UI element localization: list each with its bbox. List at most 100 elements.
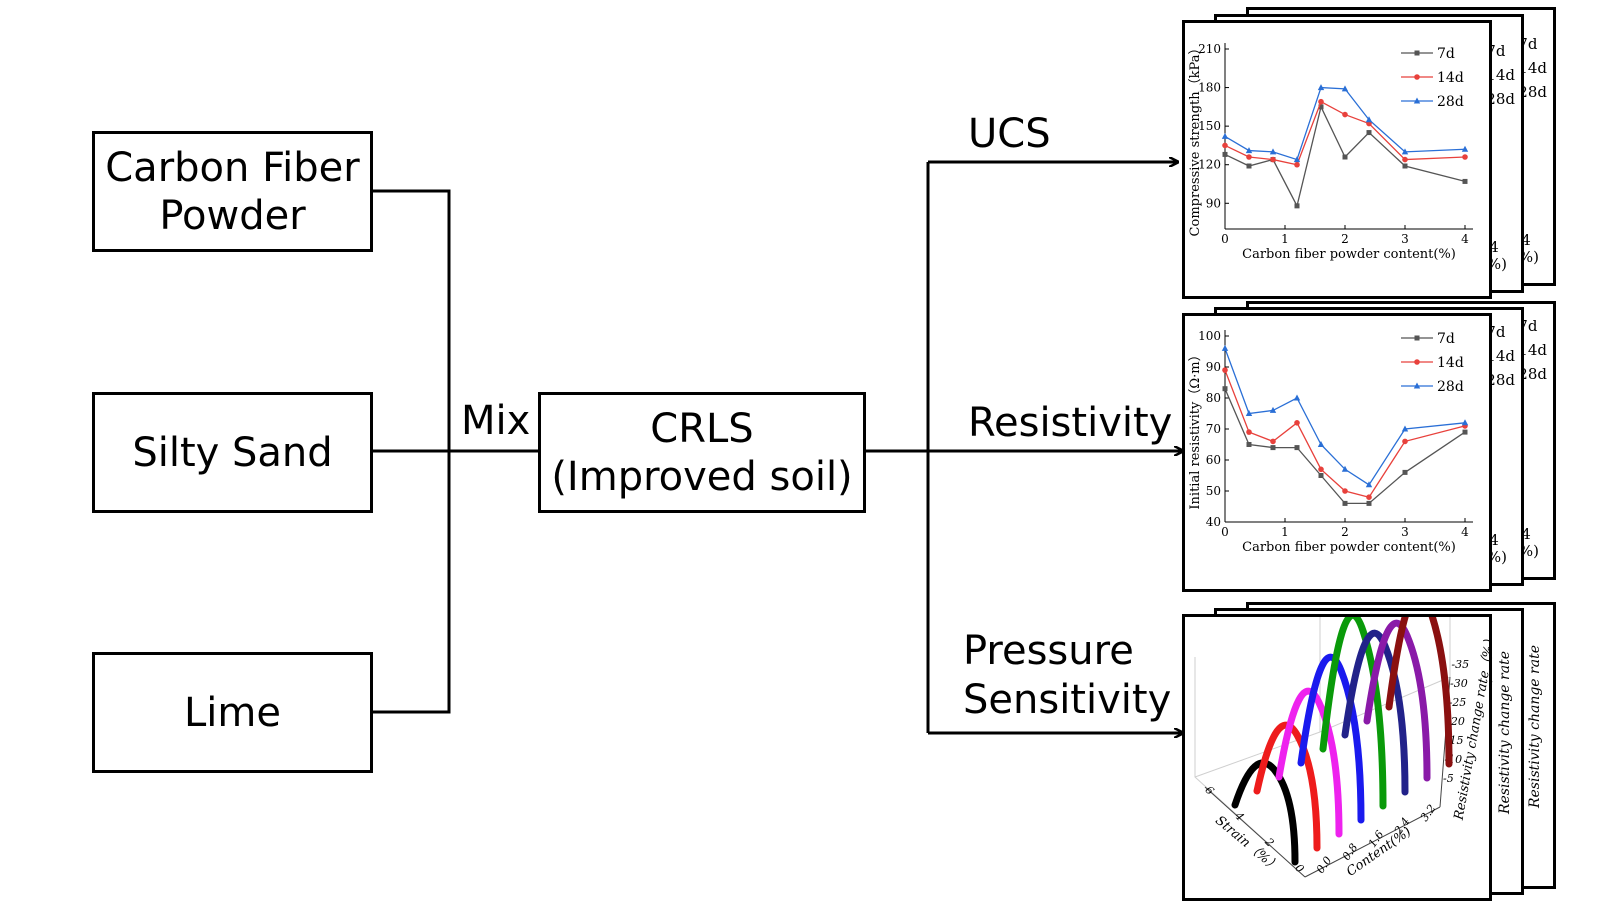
legend-label-14d: 14d <box>1437 70 1464 86</box>
data-point-28d <box>1365 481 1373 488</box>
data-point-7d <box>1222 151 1228 157</box>
y-tick-label: 210 <box>1198 42 1221 56</box>
resistivity-curve <box>1231 759 1299 866</box>
data-point-7d <box>1366 500 1372 506</box>
back-tick-4: 4 <box>1489 531 1499 549</box>
resistivity-curve <box>1253 721 1321 852</box>
data-point-14d <box>1270 156 1276 163</box>
resistivity-curve <box>1385 617 1453 768</box>
data-point-7d <box>1270 445 1276 451</box>
x-tick-label: 2 <box>1341 525 1349 539</box>
carbon-connector <box>373 189 451 451</box>
data-point-14d <box>1402 438 1408 445</box>
y-tick-label: 120 <box>1198 158 1221 172</box>
data-point-14d <box>1462 154 1468 160</box>
back-tick-4: 4 <box>1521 525 1531 543</box>
data-point-28d <box>1293 394 1301 401</box>
data-point-7d <box>1294 203 1300 209</box>
y-tick-label: 90 <box>1206 360 1221 374</box>
data-point-28d <box>1221 344 1229 351</box>
data-point-28d <box>1401 148 1409 155</box>
y-tick-label: 60 <box>1206 453 1221 467</box>
legend-label-7d: 7d <box>1437 331 1455 347</box>
data-point-7d <box>1294 445 1300 451</box>
back-rate-label: Resistivity change rate <box>1527 645 1543 809</box>
legend-marker-14d <box>1414 74 1420 80</box>
data-point-7d <box>1246 163 1252 169</box>
data-point-28d <box>1461 145 1469 152</box>
x-tick-label: 2 <box>1341 232 1349 246</box>
y-axis-title: Compressive strength（kPa） <box>1188 42 1203 237</box>
crls-box: CRLS (Improved soil) <box>538 392 866 513</box>
data-point-28d <box>1317 441 1325 447</box>
x-tick-label: 3 <box>1401 525 1409 539</box>
y-tick-label: 180 <box>1198 81 1221 95</box>
back-legend-14d: 14d <box>1518 341 1547 359</box>
data-point-14d <box>1318 466 1324 473</box>
legend-label-14d: 14d <box>1437 355 1464 371</box>
strain-axis-line <box>1204 786 1306 878</box>
back-legend-28d: 28d <box>1486 371 1515 389</box>
x-axis-title: Carbon fiber powder content(%) <box>1242 540 1456 555</box>
y-tick-label: 90 <box>1206 196 1221 210</box>
crls-label-line2: (Improved soil) <box>551 453 853 500</box>
lime-label: Lime <box>184 689 281 736</box>
legend-marker-28d <box>1413 97 1421 104</box>
data-point-7d <box>1462 178 1468 184</box>
data-point-7d <box>1318 473 1324 478</box>
z-tick-label: -5 <box>1443 772 1454 785</box>
resistivity-curve <box>1319 617 1387 810</box>
carbon-fiber-label-line1: Carbon Fiber <box>105 144 360 191</box>
data-point-28d <box>1401 425 1409 432</box>
resistivity-curve <box>1275 687 1343 838</box>
pressure-label-line2: Sensitivity <box>963 677 1172 723</box>
data-point-28d <box>1341 85 1349 92</box>
data-point-7d <box>1318 104 1324 110</box>
x-tick-label: 3 <box>1401 232 1409 246</box>
data-point-28d <box>1245 410 1253 416</box>
data-point-28d <box>1245 147 1253 154</box>
back-legend-28d: 28d <box>1486 90 1515 108</box>
series-line-28d <box>1224 86 1466 161</box>
series-line-7d <box>1224 388 1466 505</box>
data-point-14d <box>1270 438 1276 445</box>
data-point-7d <box>1222 386 1228 392</box>
y-tick-label: 50 <box>1206 484 1221 498</box>
legend-label-7d: 7d <box>1437 46 1455 62</box>
pressure-label-line1: Pressure <box>963 628 1134 674</box>
data-point-28d <box>1317 84 1325 91</box>
resistivity-curve <box>1297 653 1365 824</box>
silty-sand-label: Silty Sand <box>132 429 333 476</box>
data-point-14d <box>1294 161 1300 168</box>
legend-marker-7d <box>1414 335 1420 341</box>
x-tick-label: 4 <box>1461 525 1469 539</box>
carbon-fiber-label-line2: Powder <box>159 192 306 239</box>
legend-marker-7d <box>1414 50 1420 56</box>
data-point-14d <box>1342 488 1348 494</box>
carbon-fiber-powder-box: Carbon Fiber Powder <box>92 131 373 252</box>
data-point-7d <box>1342 500 1348 506</box>
crls-label-line1: CRLS <box>650 405 754 452</box>
resistivity-label: Resistivity <box>968 400 1173 446</box>
x-tick-label: 1 <box>1281 232 1289 246</box>
back-legend-14d: 14d <box>1486 66 1515 84</box>
legend-label-28d: 28d <box>1437 94 1464 110</box>
data-point-14d <box>1222 367 1228 373</box>
y-tick-label: 150 <box>1198 119 1221 133</box>
data-point-28d <box>1293 156 1301 163</box>
data-point-7d <box>1366 130 1372 136</box>
series-line-28d <box>1224 348 1466 486</box>
y-axis-title: Initial resistivity（Ω·m） <box>1188 348 1203 509</box>
data-point-7d <box>1402 163 1408 169</box>
back-legend-28d: 28d <box>1518 83 1547 101</box>
front-floor-edge <box>1304 806 1441 878</box>
legend-marker-28d <box>1413 382 1421 389</box>
data-point-14d <box>1366 494 1372 500</box>
back-rate-label: Resistivity change rate <box>1497 651 1513 815</box>
data-point-7d <box>1342 154 1348 160</box>
z-tick-label: -35 <box>1451 658 1469 671</box>
lime-connector <box>373 451 451 714</box>
